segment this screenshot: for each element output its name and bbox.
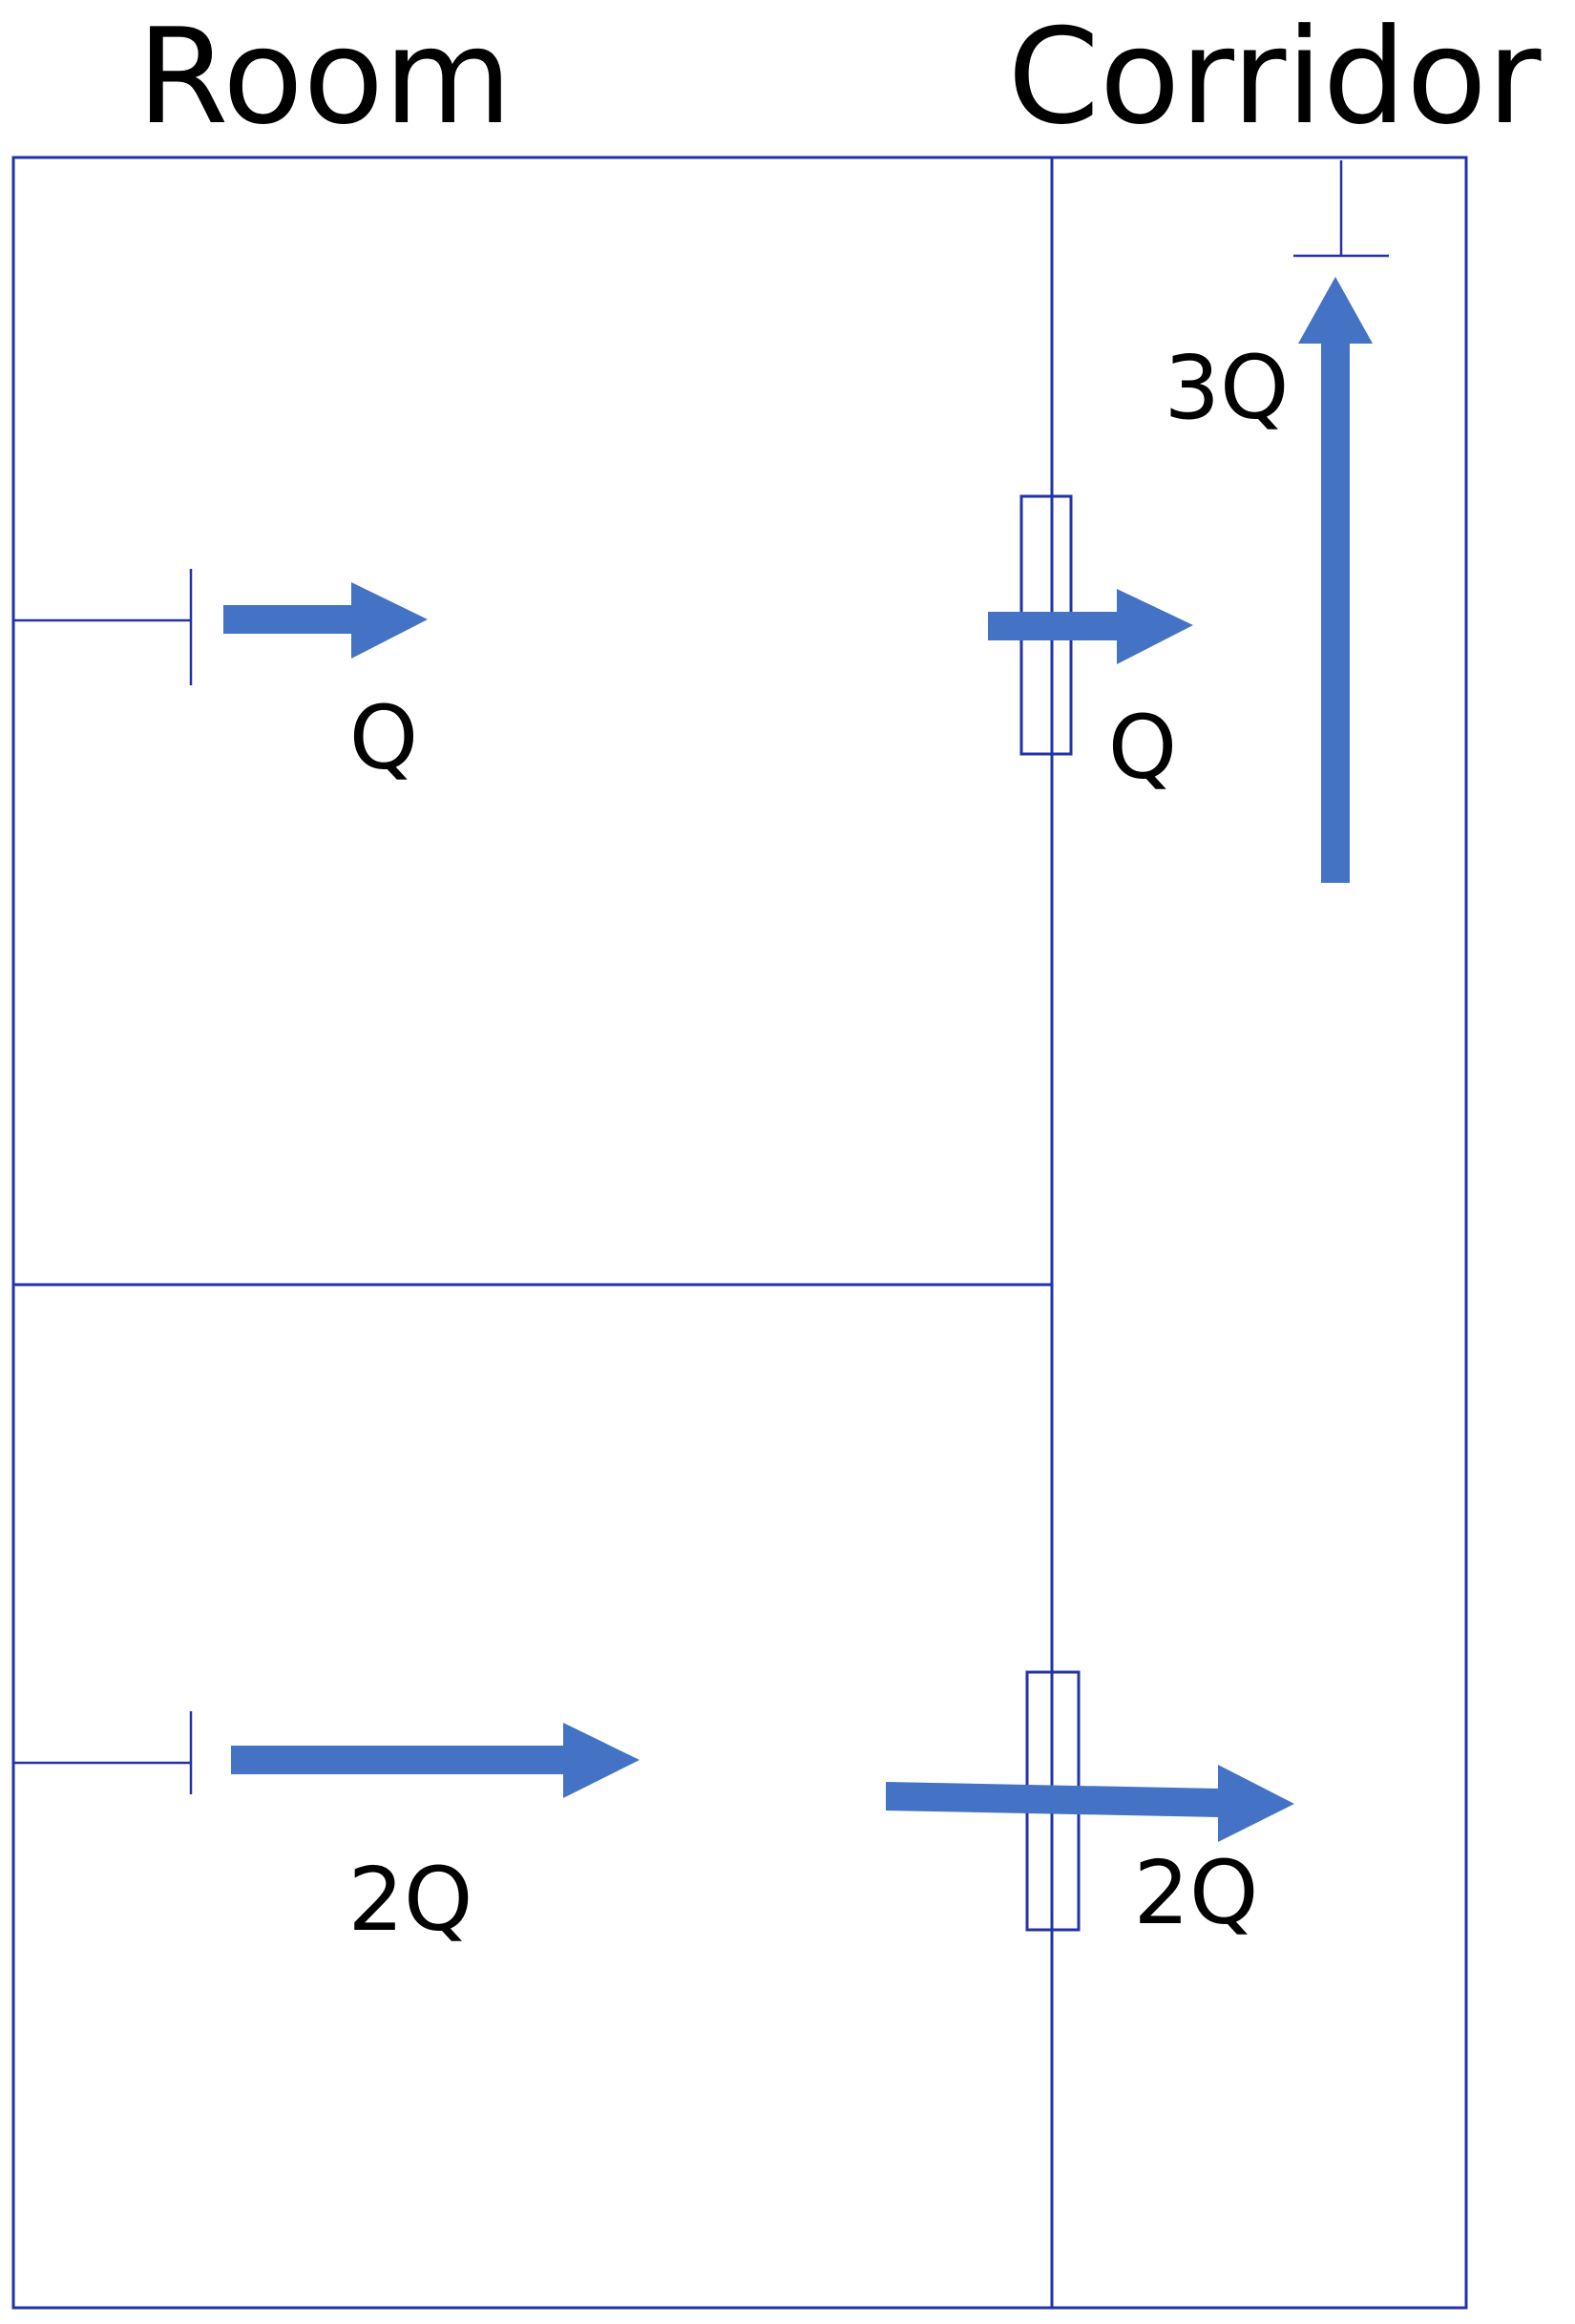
room2-transfer-arrow xyxy=(886,1765,1294,1842)
room2-supply-arrow xyxy=(231,1723,640,1798)
room1-supply-label: Q xyxy=(349,687,418,789)
room-heading: Room xyxy=(137,0,513,154)
transfer-grilles xyxy=(1019,494,1081,1932)
corridor-heading: Corridor xyxy=(1008,0,1542,154)
corridor-exhaust-label: 3Q xyxy=(1165,337,1290,439)
room2-supply-label: 2Q xyxy=(348,1849,473,1951)
room1-transfer-label: Q xyxy=(1108,697,1177,799)
room1-transfer-arrow xyxy=(988,589,1193,664)
outer-wall xyxy=(11,156,1468,2310)
room2-transfer-label: 2Q xyxy=(1134,1842,1259,1944)
airflow-arrows xyxy=(223,277,1373,1842)
supply-diffusers xyxy=(13,160,1389,1794)
room1-supply-arrow xyxy=(223,582,428,659)
corridor-exhaust-arrow xyxy=(1298,277,1373,883)
floor-plan-walls xyxy=(11,156,1468,2310)
